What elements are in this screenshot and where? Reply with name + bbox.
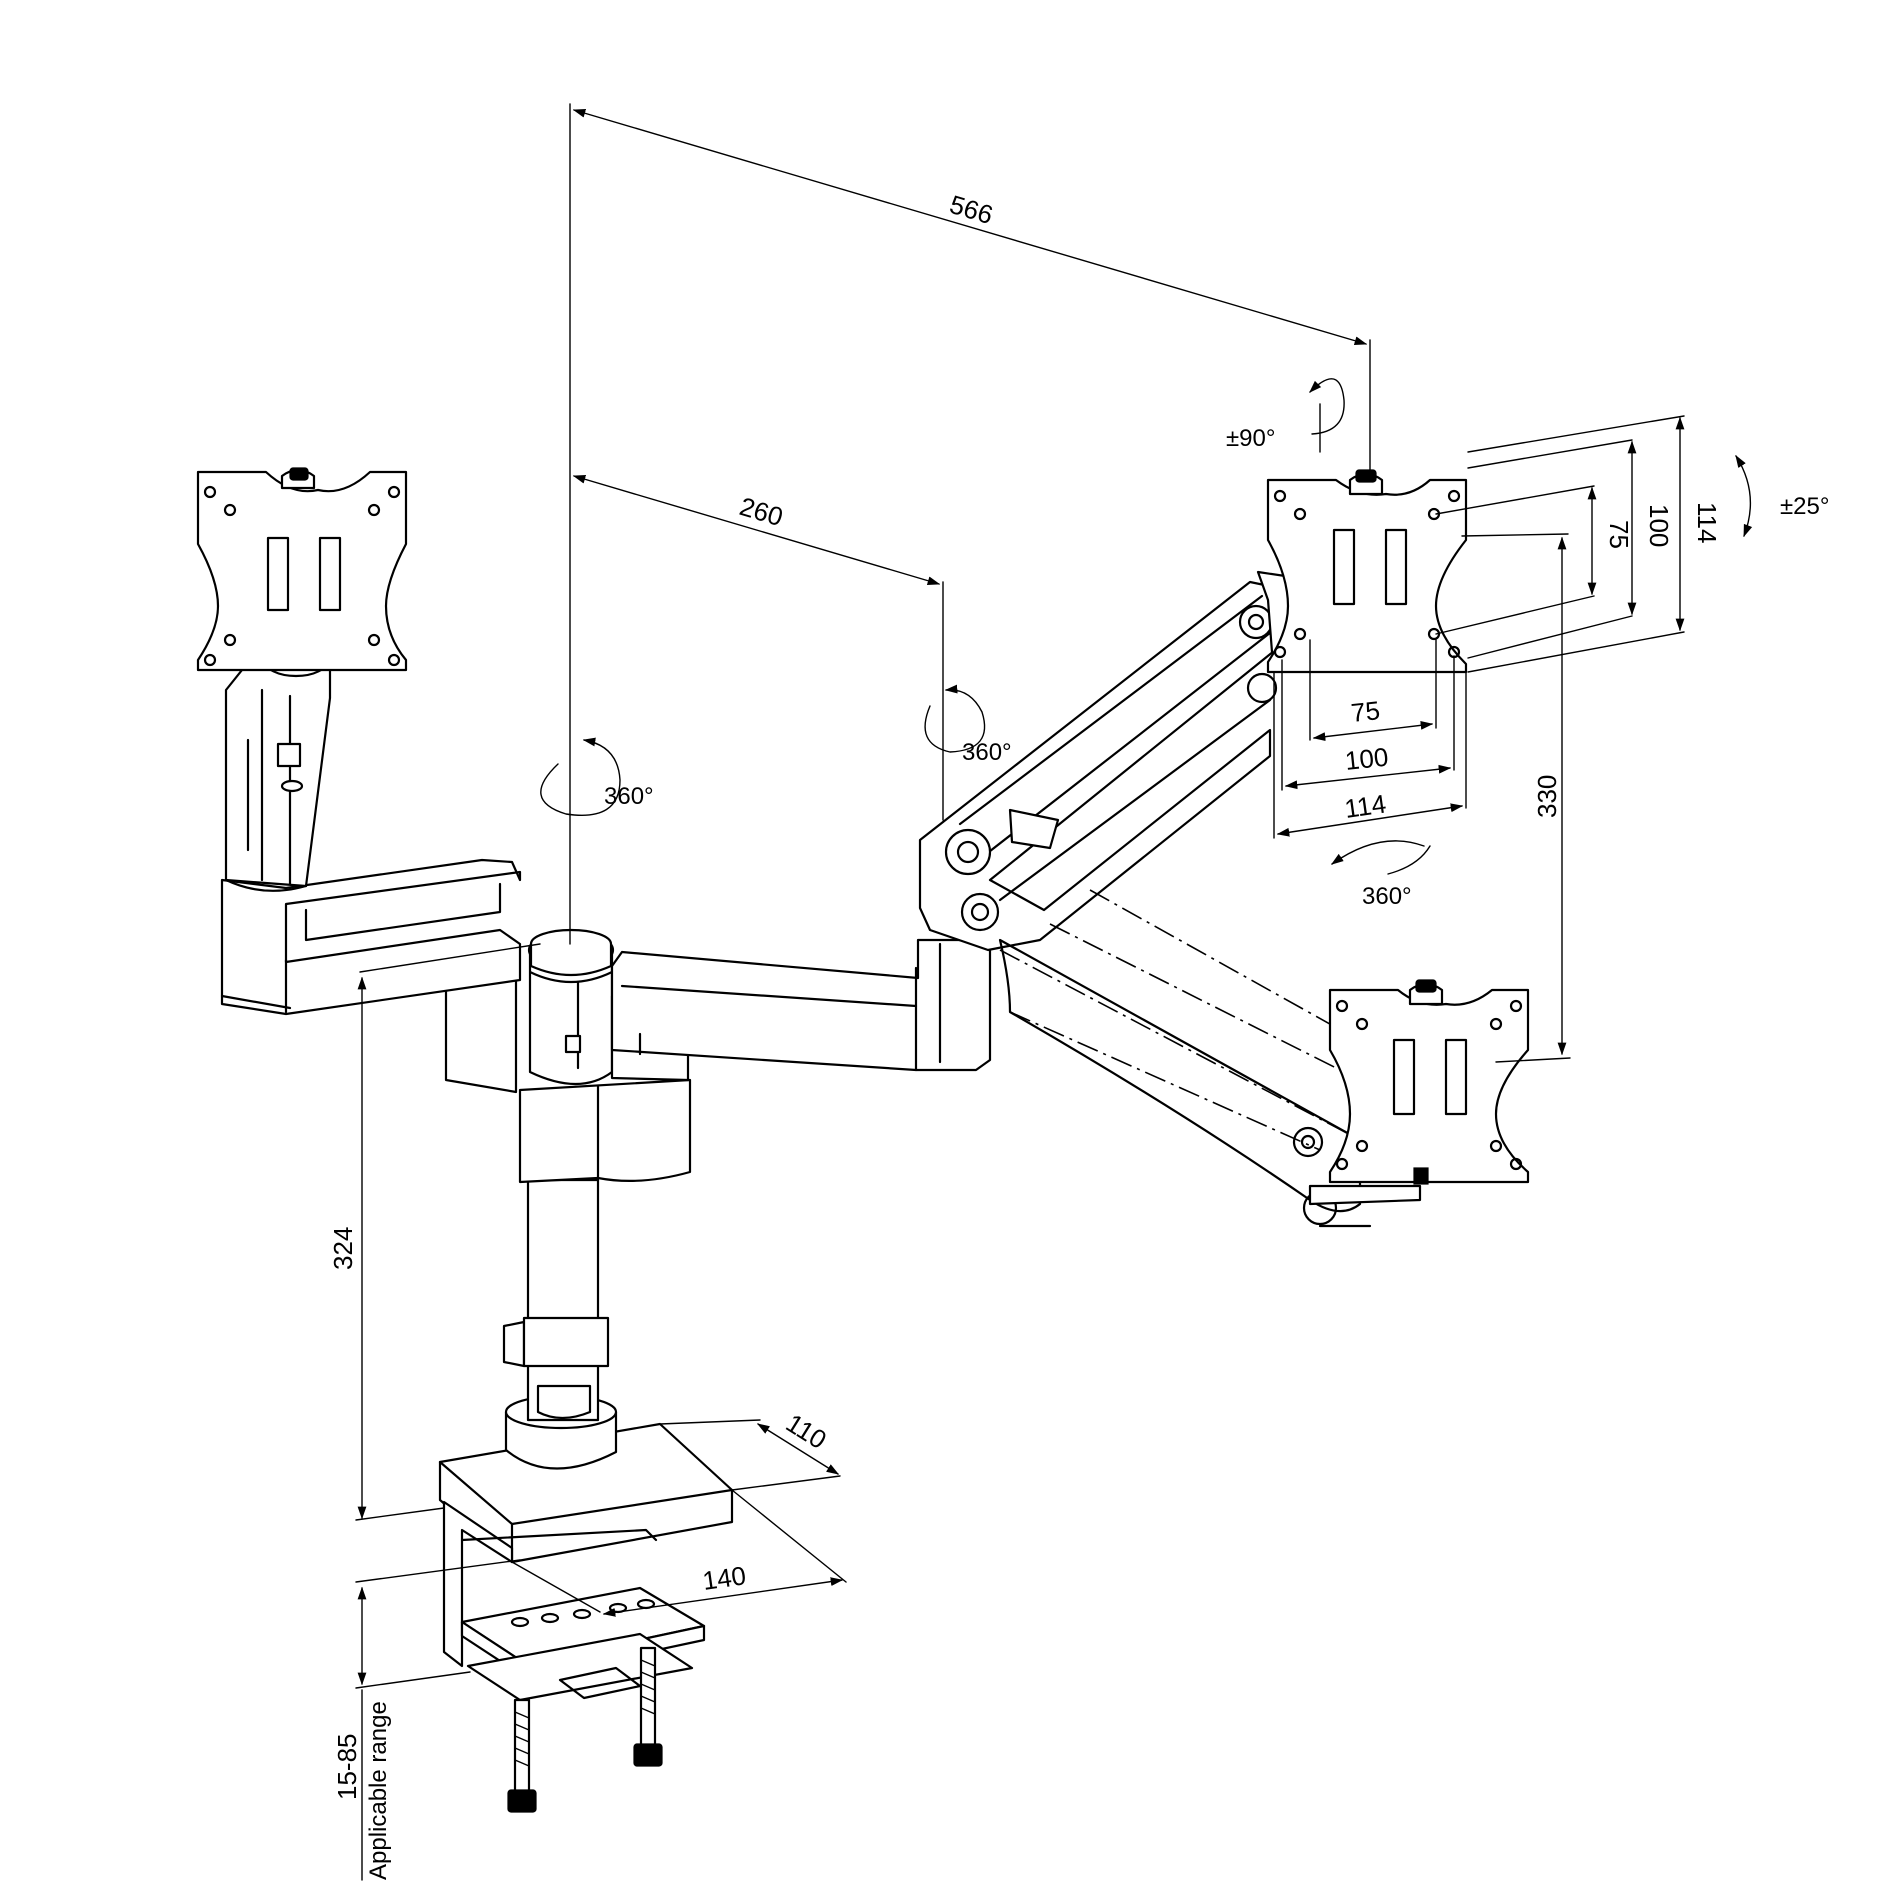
left-vesa-plate xyxy=(196,467,408,672)
clamp-screw-right xyxy=(633,1646,663,1767)
dim-pole-height: 324 xyxy=(328,1227,358,1270)
rot-screen-rotate: 360° xyxy=(1362,883,1412,910)
dim-vesa-h-100: 100 xyxy=(1343,742,1389,776)
pole xyxy=(502,1078,692,1422)
dimension-lines xyxy=(355,103,1685,1881)
dim-clamp-range: 15-85 xyxy=(332,1734,362,1801)
dim-height-adjust: 330 xyxy=(1532,775,1562,818)
dim-vesa-h-75: 75 xyxy=(1349,695,1381,728)
dim-vesa-v-75: 75 xyxy=(1604,520,1634,549)
left-vesa-holes xyxy=(203,485,401,667)
right-vesa-plate-lower xyxy=(1308,979,1530,1206)
dim-vesa-v-114: 114 xyxy=(1692,502,1722,543)
right-vesa-holes-upper xyxy=(1273,489,1461,659)
right-vesa-holes-lower xyxy=(1335,999,1523,1171)
right-arm-lower xyxy=(610,938,992,1072)
dim-reach-total: 566 xyxy=(946,189,996,230)
rot-elbow-swivel: 360° xyxy=(962,739,1012,766)
dim-clamp-range-label: Applicable range xyxy=(365,1701,392,1880)
dim-base-width: 140 xyxy=(701,1560,748,1596)
dim-vesa-v-100: 100 xyxy=(1644,504,1674,547)
dim-vesa-h-114: 114 xyxy=(1343,788,1388,823)
right-vesa-plate-upper xyxy=(1266,469,1468,674)
rot-pole-swivel: 360° xyxy=(604,783,654,810)
clamp-screw-left xyxy=(507,1698,537,1813)
rot-tilt: ±25° xyxy=(1780,493,1829,520)
rotation-labels: 360° 360° 360° ±90° ±25° xyxy=(604,425,1829,910)
dim-base-depth: 110 xyxy=(781,1408,832,1455)
right-arm-ghost xyxy=(998,889,1381,1228)
rot-swivel: ±90° xyxy=(1226,425,1275,452)
left-arm xyxy=(220,642,522,1016)
rotation-arrows xyxy=(540,378,1753,875)
